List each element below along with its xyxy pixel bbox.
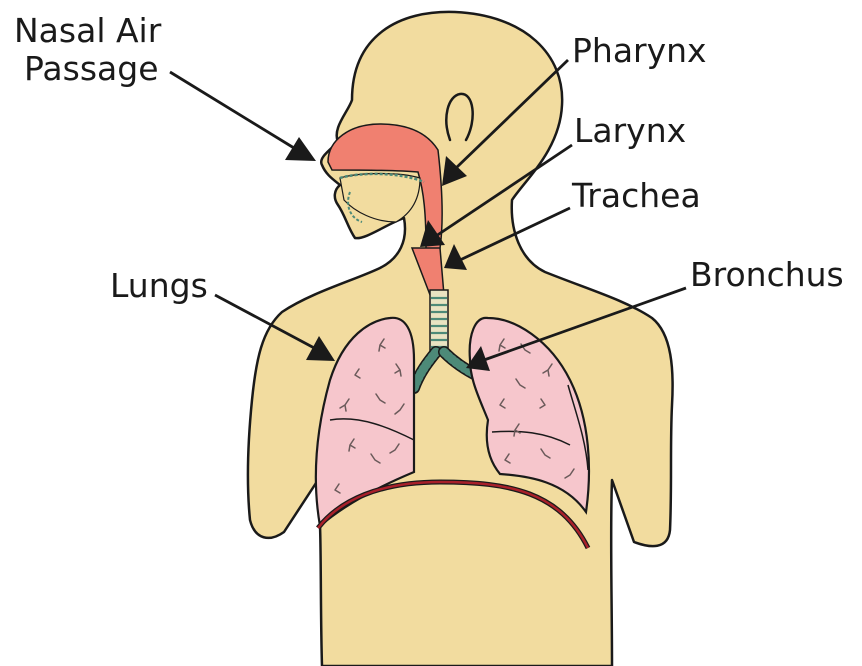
label-nasal-air-line2: Passage — [24, 49, 159, 88]
label-pharynx: Pharynx — [572, 31, 707, 70]
label-nasal-air-line1: Nasal Air — [14, 11, 162, 50]
label-bronchus: Bronchus — [690, 255, 844, 294]
label-larynx: Larynx — [574, 111, 686, 150]
leader-nasal — [170, 72, 316, 161]
trachea — [430, 290, 448, 352]
label-lungs: Lungs — [110, 266, 208, 305]
body-outline — [248, 12, 673, 666]
label-trachea: Trachea — [571, 176, 701, 215]
